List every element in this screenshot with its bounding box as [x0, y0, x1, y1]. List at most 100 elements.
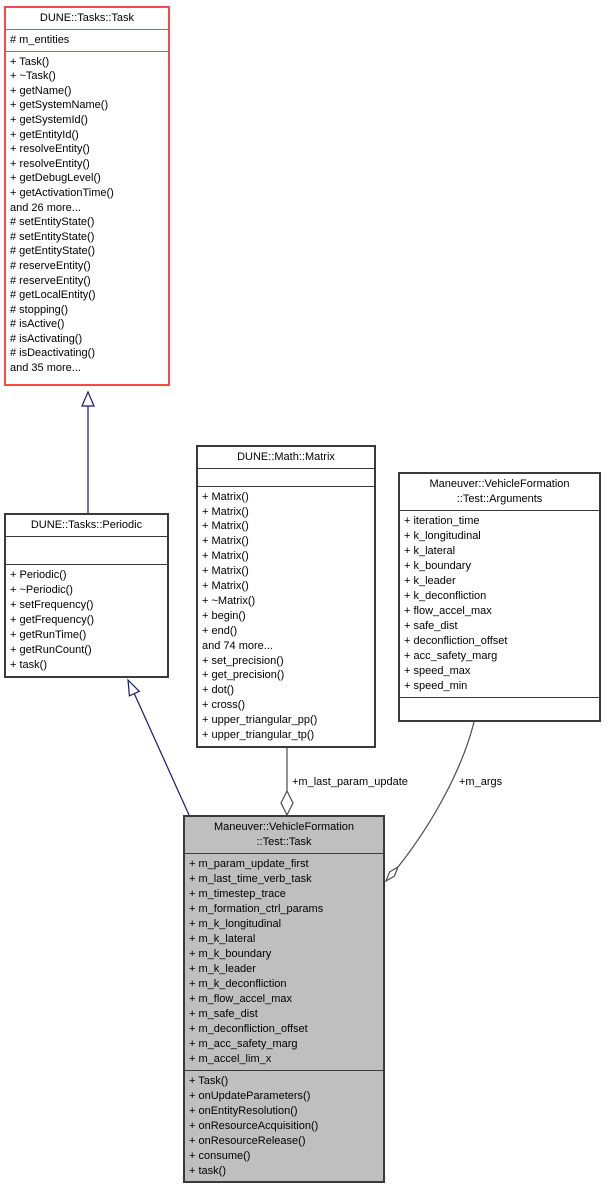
member-line: + onUpdateParameters()	[189, 1090, 311, 1102]
member-line: + Periodic()	[10, 569, 67, 581]
class-node-dune-tasks-task[interactable]: DUNE::Tasks::Task # m_entities + Task()+…	[4, 6, 170, 386]
member-line: + onEntityResolution()	[189, 1105, 298, 1117]
methods-section	[400, 697, 599, 720]
member-line: + m_k_leader	[189, 963, 256, 975]
member-line: + speed_max	[404, 665, 471, 677]
member-line: + getRunTime()	[10, 629, 87, 641]
member-line: + set_precision()	[202, 654, 284, 667]
member-line: + getRunCount()	[10, 644, 92, 656]
member-line: + k_deconfliction	[404, 590, 487, 602]
inheritance-arrow-icon	[127, 678, 141, 697]
member-line: + task()	[189, 1165, 226, 1177]
aggregation-diamond-icon	[280, 789, 294, 817]
member-line: + Matrix()	[202, 520, 249, 533]
member-line: + setFrequency()	[10, 599, 94, 611]
member-line: + Task()	[10, 55, 50, 68]
class-title: Maneuver::VehicleFormation ::Test::Argum…	[429, 478, 570, 505]
member-line: + m_last_time_verb_task	[189, 873, 312, 885]
methods-section: + Task()+ ~Task()+ getName()+ getSystemN…	[6, 50, 168, 384]
member-line: + m_k_deconfliction	[189, 978, 287, 990]
member-line: # getEntityState()	[10, 245, 95, 258]
member-line: + m_timestep_trace	[189, 888, 286, 900]
member-line: + k_leader	[404, 575, 456, 587]
member-line: + begin()	[202, 609, 246, 622]
attributes-section	[6, 536, 167, 564]
edge-label-m-args: +m_args	[459, 776, 503, 788]
member-line: + m_k_boundary	[189, 948, 272, 960]
member-line: + Matrix()	[202, 565, 249, 578]
member-line: + k_lateral	[404, 545, 456, 557]
member-line: + getSystemName()	[10, 99, 109, 112]
member-line: + ~Periodic()	[10, 584, 73, 596]
member-line: + upper_triangular_pp()	[202, 714, 318, 727]
class-title: DUNE::Math::Matrix	[237, 451, 335, 463]
member-line: + task()	[10, 659, 47, 671]
member-line: + safe_dist	[404, 620, 458, 632]
member-line: # isDeactivating()	[10, 347, 95, 360]
member-line: + deconfliction_offset	[404, 635, 508, 647]
member-line: + Matrix()	[202, 490, 249, 503]
member-line: # setEntityState()	[10, 230, 95, 243]
class-title: Maneuver::VehicleFormation ::Test::Task	[213, 821, 354, 848]
member-line: + getActivationTime()	[10, 186, 114, 199]
member-line: + m_safe_dist	[189, 1008, 258, 1020]
attributes-section: # m_entities	[6, 29, 168, 51]
attributes-section: + iteration_time+ k_longitudinal+ k_late…	[400, 510, 599, 697]
aggregation-diamond-icon	[384, 865, 400, 883]
member-line: + dot()	[202, 684, 235, 697]
member-line: + Task()	[189, 1075, 229, 1087]
member-line: + iteration_time	[404, 515, 480, 527]
member-line: + Matrix()	[202, 535, 249, 548]
member-line: + upper_triangular_tp()	[202, 729, 315, 742]
methods-section: + Matrix() + Matrix() + Matrix() + Matrix()…	[198, 485, 374, 746]
member-line: + speed_min	[404, 680, 468, 692]
methods-section: + Periodic() + ~Periodic() + setFrequency(…	[6, 564, 167, 676]
member-line: + get_precision()	[202, 669, 285, 682]
member-line: + getEntityId()	[10, 128, 79, 141]
member-line: + m_param_update_first	[189, 858, 309, 870]
aggregation-edge-args	[384, 721, 475, 883]
member-line: # stopping()	[10, 303, 69, 316]
class-title: DUNE::Tasks::Periodic	[30, 519, 143, 531]
class-node-test-task[interactable]: Maneuver::VehicleFormation ::Test::Task …	[183, 815, 385, 1183]
member-line: + onResourceRelease()	[189, 1135, 306, 1147]
inheritance-edge-periodic-to-task	[81, 390, 95, 513]
member-line: + getFrequency()	[10, 614, 95, 626]
class-node-dune-math-matrix[interactable]: DUNE::Math::Matrix + Matrix()+ Matrix()+…	[196, 445, 376, 748]
member-line: and 26 more...	[10, 201, 81, 214]
member-line: + end()	[202, 624, 238, 637]
member-line: + acc_safety_marg	[404, 650, 498, 662]
member-line: + Matrix()	[202, 580, 249, 593]
member-line: + ~Matrix()	[202, 594, 256, 607]
class-title: DUNE::Tasks::Task	[39, 12, 135, 24]
member-line: + m_acc_safety_marg	[189, 1038, 298, 1050]
member-line: + getName()	[10, 84, 72, 97]
member-line: + Matrix()	[202, 505, 249, 518]
member-line: + flow_accel_max	[404, 605, 492, 617]
member-line: # getLocalEntity()	[10, 289, 96, 302]
attributes-section: + m_param_update_first + m_last_time_verb…	[185, 853, 383, 1070]
member-line: + resolveEntity()	[10, 143, 90, 156]
member-line: + getDebugLevel()	[10, 172, 101, 185]
class-node-test-arguments[interactable]: Maneuver::VehicleFormation ::Test::Argum…	[398, 472, 601, 722]
member-line: and 35 more...	[10, 362, 81, 375]
member-line: + m_accel_lim_x	[189, 1053, 272, 1065]
member-line: + onResourceAcquisition()	[189, 1120, 319, 1132]
member-line: + m_k_lateral	[189, 933, 256, 945]
member-line: + m_formation_ctrl_params	[189, 903, 324, 915]
member-line: + k_boundary	[404, 560, 471, 572]
member-line: # isActivating()	[10, 332, 83, 345]
member-line: + Matrix()	[202, 550, 249, 563]
class-node-dune-tasks-periodic[interactable]: DUNE::Tasks::Periodic + Periodic()+ ~Per…	[4, 513, 169, 678]
member-line: + consume()	[189, 1150, 251, 1162]
member-line: + m_flow_accel_max	[189, 993, 293, 1005]
member-line: + cross()	[202, 699, 246, 712]
member-line: + resolveEntity()	[10, 157, 90, 170]
member-line: + getSystemId()	[10, 113, 88, 126]
member-line: # setEntityState()	[10, 216, 95, 229]
member-line: # m_entities	[10, 34, 70, 46]
member-line: # reserveEntity()	[10, 274, 91, 287]
inheritance-arrow-icon	[81, 390, 95, 407]
attributes-section	[198, 468, 374, 486]
member-line: and 74 more...	[202, 639, 273, 652]
